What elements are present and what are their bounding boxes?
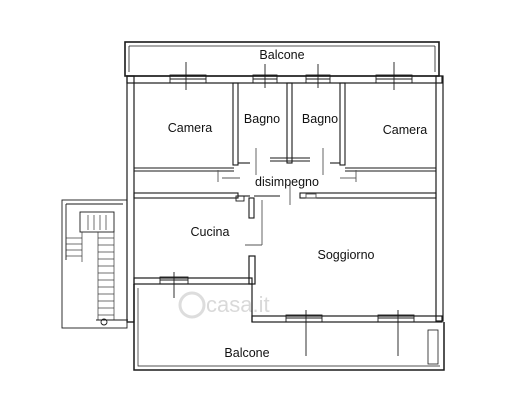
balcone-bottom-rail	[137, 288, 440, 367]
watermark: casa.it	[178, 291, 270, 319]
staircase-outline	[61, 199, 128, 329]
watermark-logo-icon	[178, 291, 206, 319]
wall-camera-bagno-left	[232, 82, 239, 166]
wall-cucina-soggiorno-a	[248, 197, 255, 219]
door-soggiorno-jamb	[305, 193, 317, 199]
label-bagno-left: Bagno	[244, 112, 280, 126]
label-bagno-right: Bagno	[302, 112, 338, 126]
staircase-post-icon	[100, 318, 108, 326]
label-balcone-top: Balcone	[259, 48, 304, 62]
wall-top	[126, 75, 443, 84]
balcone-bottom	[133, 284, 445, 371]
exterior-walls	[126, 75, 444, 323]
label-camera-right: Camera	[383, 123, 428, 137]
wall-soggiorno-top	[299, 192, 437, 199]
staircase	[61, 199, 128, 329]
label-balcone-bottom: Balcone	[224, 346, 269, 360]
window-soggiorno-right	[377, 314, 415, 323]
stair-steps	[66, 215, 115, 320]
wall-bottom-soggiorno	[251, 315, 443, 323]
bottom-windows	[159, 272, 415, 356]
watermark-text: casa.it	[206, 292, 270, 317]
wall-bottom-cucina	[133, 277, 253, 285]
label-cucina: Cucina	[191, 225, 230, 239]
wall-left	[126, 75, 135, 323]
wall-cucina-top	[133, 192, 239, 199]
room-labels: Balcone Camera Bagno Bagno Camera disimp…	[168, 48, 428, 360]
interior-walls	[133, 82, 437, 219]
doors	[217, 148, 357, 246]
wall-bagni	[286, 82, 293, 164]
wall-right	[435, 75, 444, 322]
label-disimpegno: disimpegno	[255, 175, 319, 189]
balcone-bottom-outline	[133, 284, 445, 371]
balcone-bottom-post	[427, 329, 439, 365]
door-cucina-jamb	[235, 195, 245, 202]
label-camera-left: Camera	[168, 121, 213, 135]
wall-bagno-camera-right	[339, 82, 346, 166]
staircase-landing	[79, 211, 115, 233]
label-soggiorno: Soggiorno	[318, 248, 375, 262]
top-windows	[169, 62, 413, 90]
window-soggiorno-left	[285, 314, 323, 323]
